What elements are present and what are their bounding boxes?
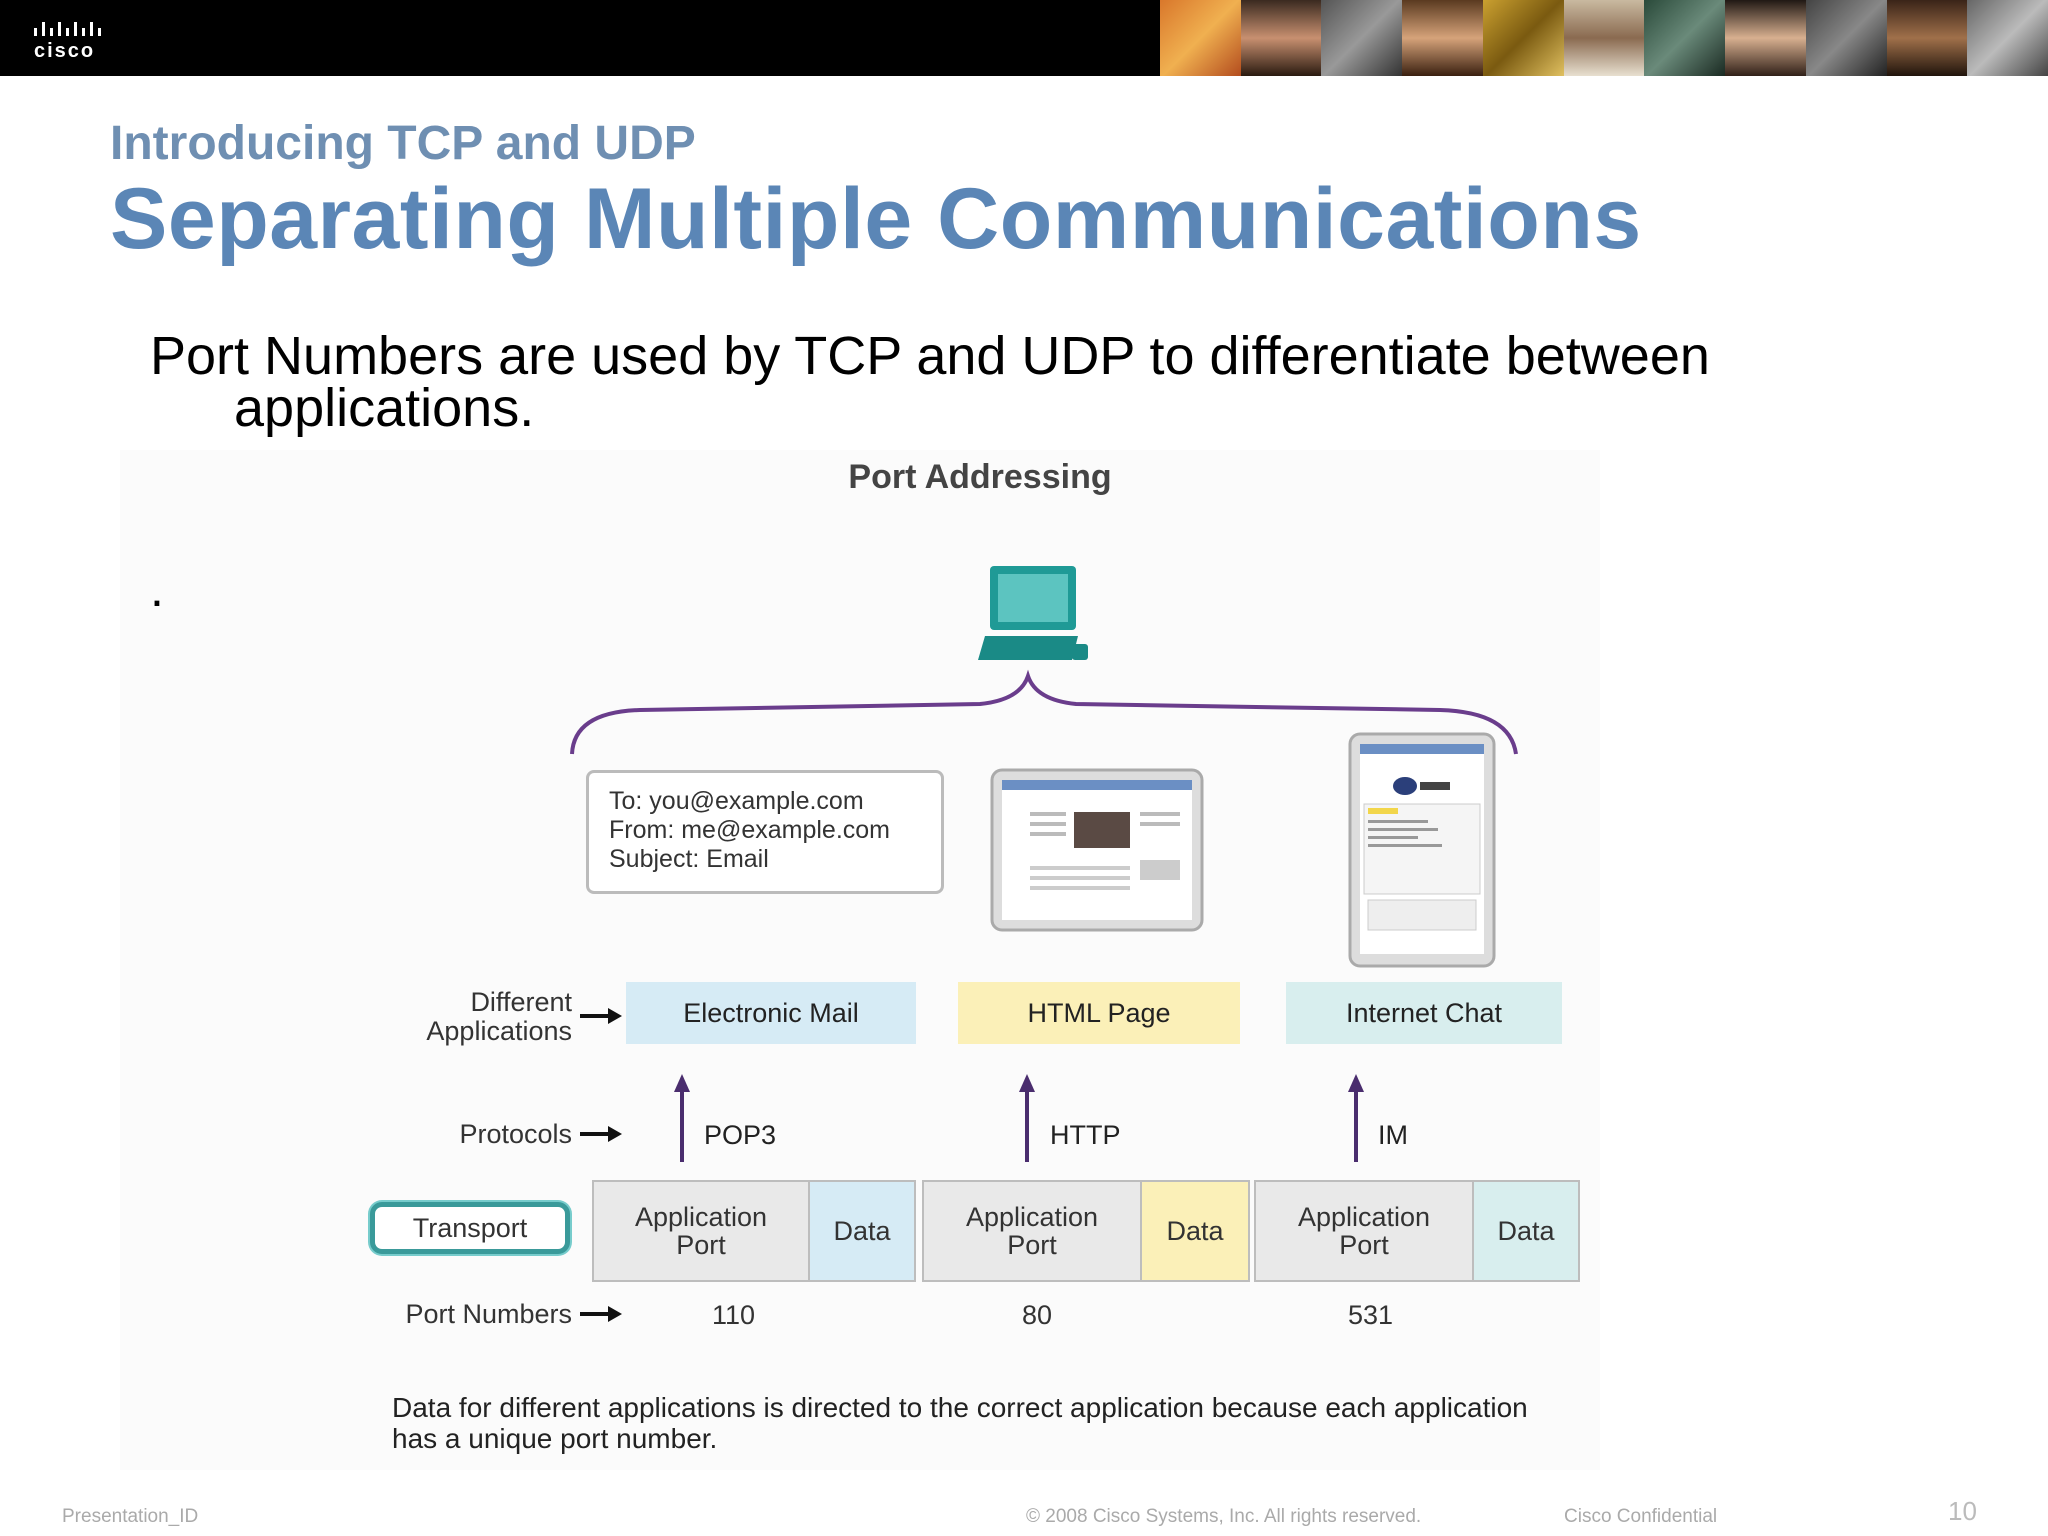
- slide-title: Separating Multiple Communications: [110, 171, 1642, 267]
- cisco-logo-icon: [34, 22, 101, 36]
- bullet-dot: .: [150, 561, 164, 617]
- port-number-80: 80: [1022, 1300, 1053, 1330]
- diagram-title: Port Addressing: [848, 458, 1112, 496]
- segment-data-2: Data: [1140, 1180, 1250, 1282]
- footer-copyright: © 2008 Cisco Systems, Inc. All rights re…: [1026, 1506, 1422, 1527]
- body-paragraph: Port Numbers are used by TCP and UDP to …: [150, 326, 1850, 438]
- protocol-arrows: [674, 1074, 1364, 1162]
- port-number-531: 531: [1348, 1300, 1394, 1330]
- label-port-numbers: Port Numbers: [405, 1299, 572, 1329]
- email-from: From: me@example.com: [609, 816, 890, 844]
- slide-subtitle: Introducing TCP and UDP: [110, 117, 696, 170]
- brace-line: [570, 669, 1518, 755]
- transport-box: Transport: [370, 1202, 570, 1254]
- segment-data-3: Data: [1472, 1180, 1580, 1282]
- app-box-electronic-mail: Electronic Mail: [626, 982, 916, 1044]
- page-number: 10: [1948, 1496, 1977, 1526]
- email-to: To: you@example.com: [609, 787, 864, 815]
- app-box-html-page: HTML Page: [958, 982, 1240, 1044]
- label-different-applications: Different Applications: [426, 987, 572, 1046]
- header-photo-strip: [1160, 0, 2048, 76]
- protocol-pop3: POP3: [704, 1120, 777, 1150]
- header-banner: cisco: [0, 0, 2048, 76]
- diagram-caption: Data for different applications is direc…: [392, 1392, 1528, 1454]
- label-protocols: Protocols: [459, 1119, 572, 1149]
- footer-presentation-id: Presentation_ID: [62, 1506, 199, 1527]
- protocol-http: HTTP: [1050, 1120, 1121, 1150]
- chat-window-icon: [1348, 732, 1496, 968]
- app-box-internet-chat: Internet Chat: [1286, 982, 1562, 1044]
- body-line-2: applications.: [234, 378, 535, 438]
- footer-confidential: Cisco Confidential: [1564, 1506, 1718, 1527]
- web-page-icon: [990, 768, 1204, 932]
- logo-text: cisco: [34, 40, 96, 62]
- segment-data-1: Data: [808, 1180, 916, 1282]
- computer-icon: [978, 566, 1088, 660]
- email-subject: Subject: Email: [609, 845, 769, 873]
- row-arrows: [580, 1008, 622, 1322]
- protocol-im: IM: [1378, 1120, 1408, 1150]
- email-message-box: To: you@example.com From: me@example.com…: [586, 770, 944, 894]
- port-number-110: 110: [712, 1300, 756, 1330]
- body-line-1: Port Numbers are used by TCP and UDP to …: [150, 326, 1710, 386]
